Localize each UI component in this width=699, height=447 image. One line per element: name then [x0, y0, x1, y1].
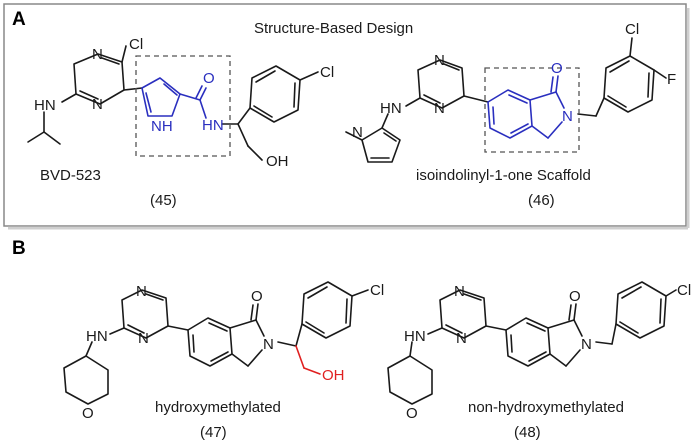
atom-hn-amide-45: HN [202, 117, 224, 134]
atom-n-lactam-47: N [263, 336, 274, 353]
atom-cl-aryl-45: Cl [320, 64, 334, 81]
atom-o-48: O [569, 288, 581, 305]
panel-a: A Structure-Based Design [3, 3, 690, 230]
atom-cl-46: Cl [625, 21, 639, 38]
atom-oh-45: OH [266, 153, 289, 170]
atom-n-bottom-47: N [138, 330, 149, 347]
atom-n-top-47: N [136, 283, 147, 300]
atom-f-46: F [667, 71, 676, 88]
panel-a-title: Structure-Based Design [254, 20, 413, 37]
atom-n-top-46: N [434, 52, 445, 69]
compound-48-name: non-hydroxymethylated [468, 399, 624, 416]
compound-47-number: (47) [200, 424, 227, 441]
compound-48-structure [387, 281, 677, 405]
atom-cl-47: Cl [370, 282, 384, 299]
compound-45-number: (45) [150, 192, 177, 209]
atom-n-bottom-46: N [434, 100, 445, 117]
compound-45-name: BVD-523 [40, 167, 101, 184]
atom-o-47: O [251, 288, 263, 305]
atom-cl-48: Cl [677, 282, 691, 299]
atom-n-lactam-48: N [581, 336, 592, 353]
atom-hn-47: HN [86, 328, 108, 345]
atom-cl-45: Cl [129, 36, 143, 53]
atom-n-bottom-45: N [92, 96, 103, 113]
atom-n-top-48: N [454, 283, 465, 300]
atom-nh-pyrrole-45: NH [151, 118, 173, 135]
atom-o-46: O [551, 60, 563, 77]
atom-n-bottom-48: N [456, 330, 467, 347]
atom-o-ring-48: O [406, 405, 418, 422]
atom-o-45: O [203, 70, 215, 87]
compound-46-number: (46) [528, 192, 555, 209]
atom-oh-47: OH [322, 367, 345, 384]
atom-o-ring-47: O [82, 405, 94, 422]
panel-b: B [12, 238, 691, 441]
compound-47-structure [63, 281, 369, 405]
atom-hn-46: HN [380, 100, 402, 117]
atom-n-lactam-46: N [562, 108, 573, 125]
atom-n-top-45: N [92, 46, 103, 63]
compound-48-number: (48) [514, 424, 541, 441]
atom-n-pyrrole-46: N [352, 124, 363, 141]
compound-47-name: hydroxymethylated [155, 399, 281, 416]
compound-45-structure [27, 45, 319, 161]
compound-46-name: isoindolinyl-1-one Scaffold [416, 167, 591, 184]
compound-46-structure [345, 37, 667, 163]
panel-a-label: A [12, 9, 26, 30]
panel-b-label: B [12, 238, 26, 259]
atom-hn-45: HN [34, 97, 56, 114]
atom-hn-48: HN [404, 328, 426, 345]
